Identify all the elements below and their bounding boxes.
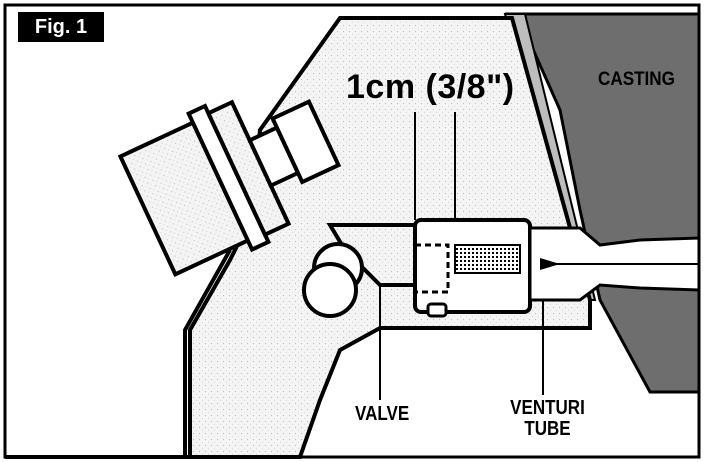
venturi-label: VENTURI TUBE (505, 398, 590, 440)
venturi-air-slot (454, 244, 521, 274)
venturi-label-line1: VENTURI (510, 397, 585, 419)
orifice-tip (540, 258, 560, 270)
housing-screw (426, 302, 448, 318)
valve-fitting-outer (302, 262, 358, 318)
body-lower-edge (183, 249, 232, 457)
venturi-label-line2: TUBE (524, 418, 571, 440)
control-knob (117, 99, 342, 277)
valve-label: VALVE (355, 403, 410, 425)
figure-badge: Fig. 1 (18, 12, 104, 42)
measurement-label: 1cm (3/8") (346, 68, 515, 106)
casting-label: CASTING (598, 69, 675, 90)
